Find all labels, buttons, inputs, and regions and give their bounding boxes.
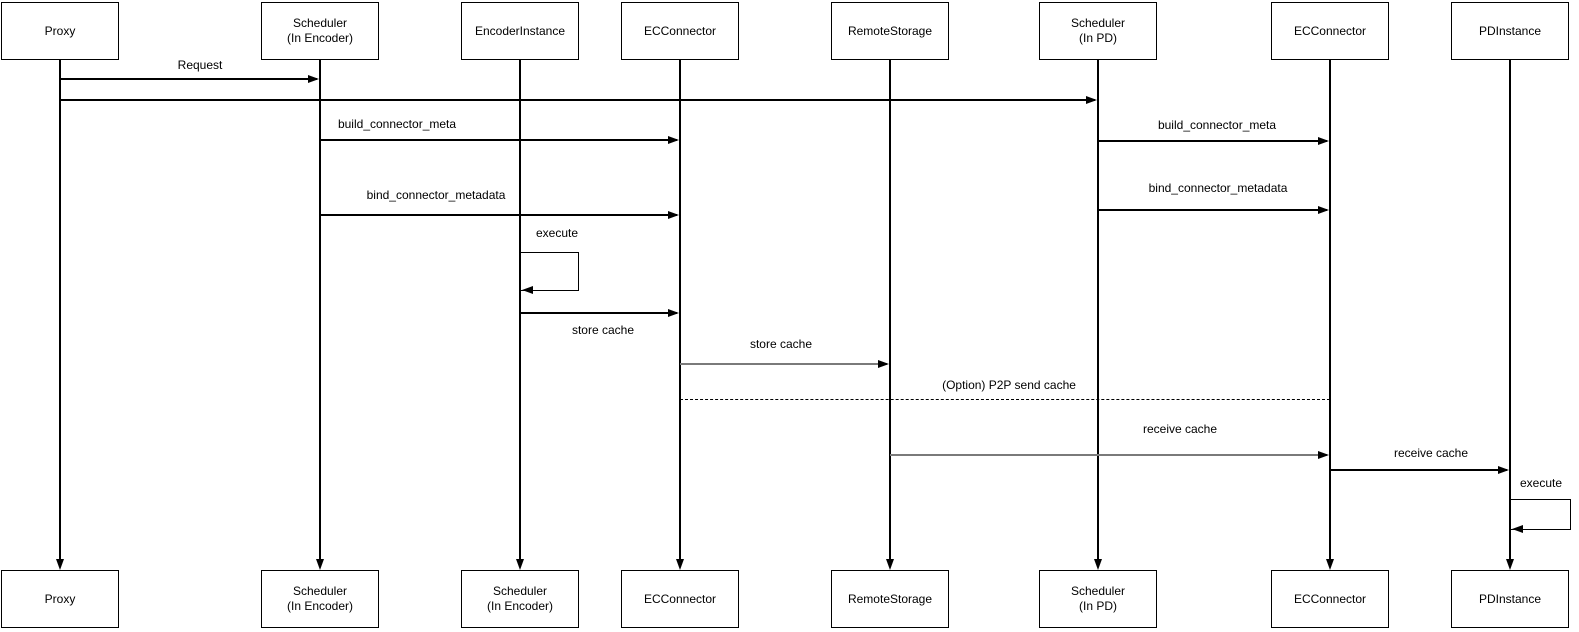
self-loop-arrowhead-execute-encoder [522, 285, 533, 294]
lifeline-head-scheduler-in-encoder: Scheduler (In Encoder) [261, 2, 379, 60]
arrowhead-build-connector-meta-pd [1317, 136, 1329, 145]
lifeline-foot-scheduler-in-encoder: Scheduler (In Encoder) [261, 570, 379, 628]
lifeline-remote-storage [889, 60, 891, 560]
self-loop-execute-pd [1510, 499, 1571, 530]
arrowhead-store-cache-encoder [667, 308, 679, 317]
lifeline-arrowhead-scheduler-in-encoder [315, 559, 324, 570]
lifeline-arrowhead-scheduler-in-pd [1093, 559, 1102, 570]
lifeline-head-proxy: Proxy [1, 2, 119, 60]
message-receive-cache-pd [1330, 469, 1507, 471]
lifeline-head-scheduler-in-pd: Scheduler (In PD) [1039, 2, 1157, 60]
message-label-build-connector-meta-encoder: build_connector_meta [337, 117, 457, 131]
lifeline-arrowhead-remote-storage [885, 559, 894, 570]
lifeline-foot-ec-connector-encoder: ECConnector [621, 570, 739, 628]
lifeline-ec-connector-pd [1329, 60, 1331, 560]
lifeline-foot-scheduler-in-pd: Scheduler (In PD) [1039, 570, 1157, 628]
message-build-connector-meta-encoder [320, 139, 677, 141]
lifeline-head-remote-storage: RemoteStorage [831, 2, 949, 60]
message-build-connector-meta-pd [1098, 140, 1327, 142]
arrowhead-build-connector-meta-encoder [667, 135, 679, 144]
self-loop-execute-encoder [520, 252, 579, 291]
message-label-build-connector-meta-pd: build_connector_meta [1157, 118, 1277, 132]
lifeline-pd-instance [1509, 60, 1511, 560]
message-label-store-cache-remote: store cache [749, 337, 813, 351]
message-label-bind-connector-metadata-pd: bind_connector_metadata [1148, 181, 1288, 195]
arrowhead-receive-cache-pd [1497, 465, 1509, 474]
arrowhead-store-cache-remote [877, 359, 889, 368]
lifeline-arrowhead-ec-connector-encoder [675, 559, 684, 570]
message-label-bind-connector-metadata-encoder: bind_connector_metadata [366, 188, 506, 202]
message-label-receive-cache-ec: receive cache [1142, 422, 1218, 436]
lifeline-foot-remote-storage: RemoteStorage [831, 570, 949, 628]
lifeline-scheduler-in-encoder [319, 60, 321, 560]
lifeline-head-ec-connector-pd: ECConnector [1271, 2, 1389, 60]
message-receive-cache-ec [890, 454, 1327, 457]
lifeline-foot-ec-connector-pd: ECConnector [1271, 570, 1389, 628]
lifeline-arrowhead-pd-instance [1505, 559, 1514, 570]
message-bind-connector-metadata-pd [1098, 209, 1327, 211]
lifeline-encoder-instance [519, 60, 521, 560]
message-label-request: Request [177, 58, 223, 72]
message-request [60, 78, 317, 80]
self-loop-label-execute-encoder: execute [535, 226, 579, 240]
arrowhead-request [307, 74, 319, 83]
lifeline-head-ec-connector-encoder: ECConnector [621, 2, 739, 60]
lifeline-head-encoder-instance: EncoderInstance [461, 2, 579, 60]
lifeline-foot-pd-instance: PDInstance [1451, 570, 1569, 628]
lifeline-arrowhead-proxy [55, 559, 64, 570]
arrowhead-proxy-to-scheduler-pd [1085, 95, 1097, 104]
lifeline-head-pd-instance: PDInstance [1451, 2, 1569, 60]
message-p2p-send-cache [680, 399, 1330, 401]
lifeline-scheduler-in-pd [1097, 60, 1099, 560]
message-label-p2p-send-cache: (Option) P2P send cache [942, 378, 1076, 392]
message-store-cache-remote [680, 363, 887, 366]
lifeline-ec-connector-encoder [679, 60, 681, 560]
message-label-store-cache-encoder: store cache [571, 323, 635, 337]
self-loop-label-execute-pd: execute [1519, 476, 1563, 490]
message-bind-connector-metadata-encoder [320, 214, 677, 216]
lifeline-arrowhead-ec-connector-pd [1325, 559, 1334, 570]
arrowhead-receive-cache-ec [1317, 450, 1329, 459]
lifeline-arrowhead-encoder-instance [515, 559, 524, 570]
arrowhead-bind-connector-metadata-encoder [667, 210, 679, 219]
arrowhead-bind-connector-metadata-pd [1317, 205, 1329, 214]
message-store-cache-encoder [520, 312, 677, 314]
lifeline-foot-encoder-instance: Scheduler (In Encoder) [461, 570, 579, 628]
self-loop-arrowhead-execute-pd [1512, 524, 1523, 533]
message-label-receive-cache-pd: receive cache [1393, 446, 1469, 460]
lifeline-proxy [59, 60, 61, 560]
lifeline-foot-proxy: Proxy [1, 570, 119, 628]
message-proxy-to-scheduler-pd [60, 99, 1095, 101]
